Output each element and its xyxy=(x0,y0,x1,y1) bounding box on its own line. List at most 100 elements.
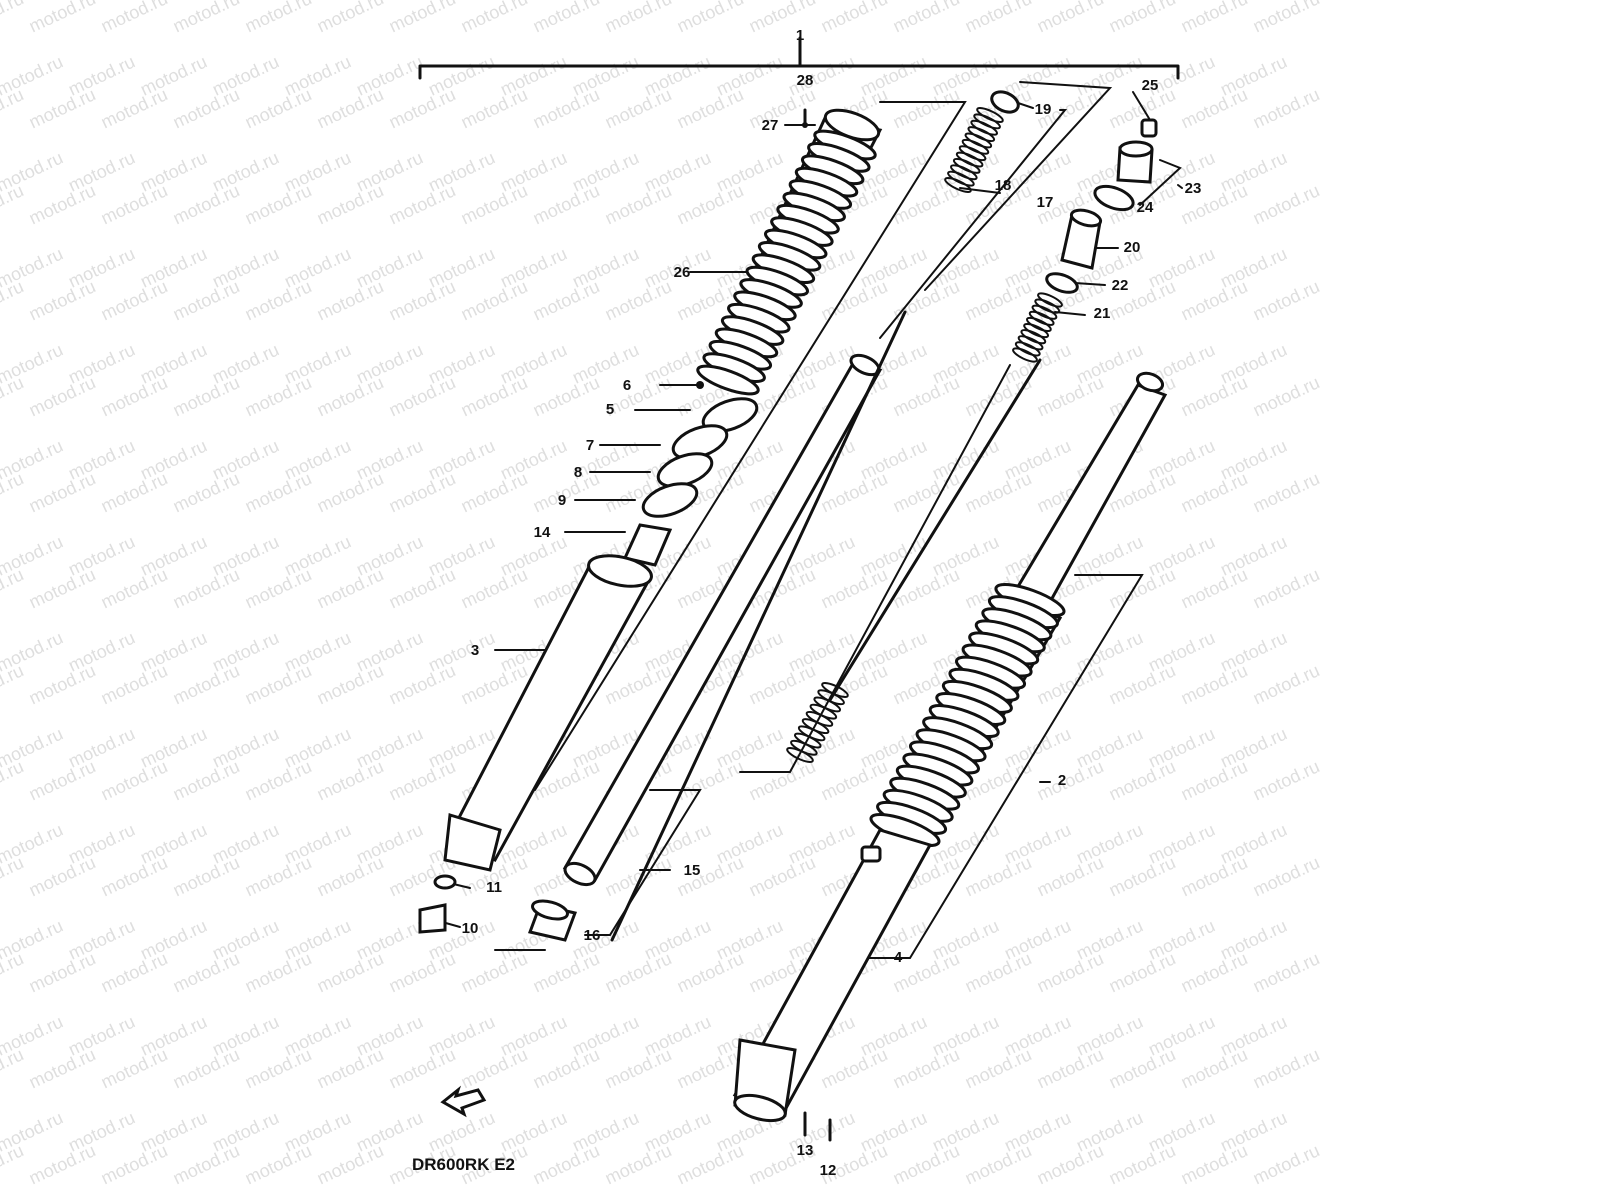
watermark-text: motod.ru xyxy=(1178,756,1251,804)
watermark-text: motod.ru xyxy=(1250,180,1323,228)
fork-tube-inner xyxy=(527,353,883,942)
model-code: DR600RK E2 xyxy=(412,1155,515,1174)
callout-10: 10 xyxy=(462,920,479,937)
callout-3: 3 xyxy=(471,642,479,659)
watermark-text: motod.ru xyxy=(386,372,459,420)
watermark-text: motod.ru xyxy=(0,948,27,996)
watermark-text: motod.ru xyxy=(746,0,819,36)
watermark-text: motod.ru xyxy=(458,948,531,996)
watermark-text: motod.ru xyxy=(890,0,963,36)
watermark-text: motod.ru xyxy=(1106,0,1179,36)
watermark-text: motod.ru xyxy=(1250,84,1323,132)
watermark-text: motod.ru xyxy=(242,564,315,612)
seal-stack xyxy=(622,381,759,567)
watermark-text: motod.ru xyxy=(818,276,891,324)
callout-28: 28 xyxy=(797,72,814,89)
spring-coil xyxy=(1031,304,1058,320)
spring-coil xyxy=(958,145,987,162)
spring-coil xyxy=(1023,322,1050,339)
watermark-text: motod.ru xyxy=(1034,948,1107,996)
fork-boot-26 xyxy=(696,108,883,396)
watermark-text: motod.ru xyxy=(98,276,171,324)
callout-5: 5 xyxy=(606,401,614,418)
watermark-text: motod.ru xyxy=(890,468,963,516)
watermark-text: motod.ru xyxy=(530,276,603,324)
watermark-text: motod.ru xyxy=(890,84,963,132)
watermark-text: motod.ru xyxy=(1178,1140,1251,1188)
watermark-text: motod.ru xyxy=(0,468,27,516)
watermark-text: motod.ru xyxy=(1250,852,1323,900)
watermark-text: motod.ru xyxy=(170,276,243,324)
callout-16: 16 xyxy=(584,927,601,944)
spring-coil xyxy=(1028,310,1055,326)
watermark-text: motod.ru xyxy=(1106,564,1179,612)
watermark-text: motod.ru xyxy=(170,756,243,804)
watermark-text: motod.ru xyxy=(1034,1044,1107,1092)
watermark-text: motod.ru xyxy=(170,1044,243,1092)
watermark-text: motod.ru xyxy=(386,468,459,516)
watermark-text: motod.ru xyxy=(170,84,243,132)
outer-tube-4 xyxy=(732,371,1168,1142)
watermark-text: motod.ru xyxy=(314,84,387,132)
watermark-text: motod.ru xyxy=(674,84,747,132)
watermark-text: motod.ru xyxy=(1106,1140,1179,1188)
watermark-text: motod.ru xyxy=(1250,948,1323,996)
spring-coil xyxy=(970,119,998,136)
watermark-text: motod.ru xyxy=(26,756,99,804)
watermark-text: motod.ru xyxy=(0,756,27,804)
damper-rod xyxy=(610,310,1042,942)
watermark-text: motod.ru xyxy=(962,468,1035,516)
watermark-text: motod.ru xyxy=(170,372,243,420)
callout-21: 21 xyxy=(1094,305,1111,322)
callout-19: 19 xyxy=(1035,101,1052,118)
watermark-text: motod.ru xyxy=(674,948,747,996)
spring-coil xyxy=(967,126,996,143)
watermark-text: motod.ru xyxy=(0,372,27,420)
watermark-text: motod.ru xyxy=(386,84,459,132)
watermark-text: motod.ru xyxy=(242,180,315,228)
watermark-text: motod.ru xyxy=(602,852,675,900)
watermark-text: motod.ru xyxy=(962,948,1035,996)
watermark-text: motod.ru xyxy=(98,0,171,36)
watermark-text: motod.ru xyxy=(818,0,891,36)
watermark-text: motod.ru xyxy=(1034,756,1107,804)
watermark-text: motod.ru xyxy=(458,468,531,516)
watermark-text: motod.ru xyxy=(530,84,603,132)
watermark-text: motod.ru xyxy=(314,852,387,900)
spring-coil xyxy=(973,113,1001,130)
watermark-text: motod.ru xyxy=(242,852,315,900)
watermark-text: motod.ru xyxy=(674,1140,747,1188)
callout-8: 8 xyxy=(574,464,582,481)
assembly-bracket-1 xyxy=(418,36,1180,80)
watermark-text: motod.ru xyxy=(458,276,531,324)
watermark-text: motod.ru xyxy=(314,468,387,516)
watermark-text: motod.ru xyxy=(0,660,27,708)
watermark-text: motod.ru xyxy=(1178,84,1251,132)
spring-coil xyxy=(1017,335,1044,351)
watermark-text: motod.ru xyxy=(746,756,819,804)
watermark-text: motod.ru xyxy=(962,372,1035,420)
watermark-text: motod.ru xyxy=(170,0,243,36)
watermark-text: motod.ru xyxy=(386,564,459,612)
watermark-text: motod.ru xyxy=(530,180,603,228)
watermark-text: motod.ru xyxy=(242,1044,315,1092)
watermark-text: motod.ru xyxy=(890,372,963,420)
watermark-text: motod.ru xyxy=(1250,372,1323,420)
spring-coil xyxy=(1020,329,1047,345)
callout-27: 27 xyxy=(762,117,779,134)
watermark-text: motod.ru xyxy=(386,756,459,804)
watermark-text: motod.ru xyxy=(170,1140,243,1188)
callout-2: 2 xyxy=(1058,772,1066,789)
watermark-text: motod.ru xyxy=(1178,852,1251,900)
watermark-text: motod.ru xyxy=(530,948,603,996)
spring-coil xyxy=(1034,298,1061,314)
watermark-text: motod.ru xyxy=(386,1044,459,1092)
watermark-text: motod.ru xyxy=(530,468,603,516)
watermark-text: motod.ru xyxy=(1178,372,1251,420)
callout-18: 18 xyxy=(995,177,1012,194)
watermark-text: motod.ru xyxy=(26,564,99,612)
watermark-text: motod.ru xyxy=(890,564,963,612)
watermark-text: motod.ru xyxy=(242,84,315,132)
